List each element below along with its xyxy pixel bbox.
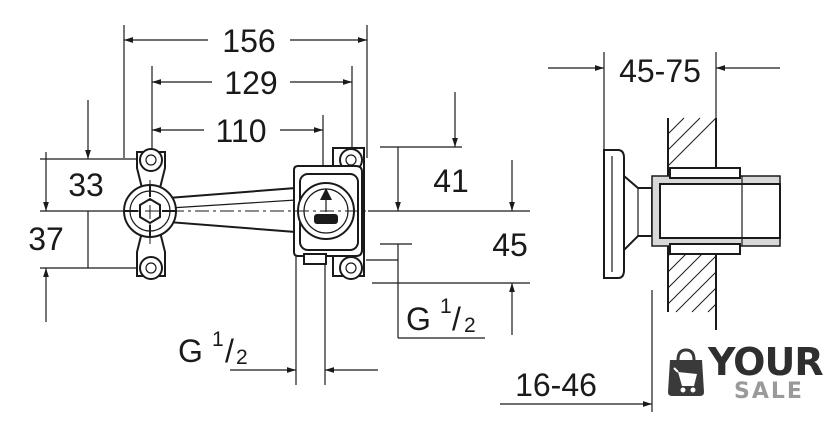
dim-label-45-75: 45-75 (619, 53, 701, 89)
valve-body-bottom-rib (669, 243, 741, 255)
right-bottom-mount-hole (339, 256, 363, 280)
left-bottom-mount-hole (139, 256, 163, 280)
connecting-arm (167, 186, 297, 234)
escutcheon-plate (603, 149, 625, 279)
valve-label-plate (314, 214, 338, 224)
left-top-mount-hole-inner (145, 154, 157, 166)
side-view: 45-75 16-46 (500, 52, 781, 412)
watermark-logo: YOUR SALE (664, 342, 834, 408)
right-bottom-mount-hole-inner (345, 262, 357, 274)
valve-arrow-icon (320, 188, 332, 200)
left-bottom-mount-hole-inner (145, 262, 157, 274)
dim-label-33: 33 (68, 167, 104, 203)
thread-label-bottom-base: G (178, 333, 203, 369)
left-top-mount-hole (139, 148, 163, 172)
bottom-outlet-stub (303, 253, 327, 265)
dim-label-41: 41 (433, 163, 469, 199)
valve-body-top-rib (669, 167, 741, 179)
dim-label-45: 45 (492, 227, 528, 263)
watermark-word-sale: SALE (734, 379, 804, 404)
thread-label-bottom-slash: / (225, 333, 234, 369)
thread-label-bottom-den: 2 (236, 346, 248, 369)
thread-label-right-slash: / (452, 301, 461, 337)
valve-body-side-inner (659, 183, 781, 239)
shopping-bag-icon (668, 348, 704, 396)
thread-label-bottom-num: 1 (212, 328, 224, 351)
front-view: 156 129 110 33 37 41 45 G 1 / 2 G (28, 23, 530, 385)
thread-label-right-num: 1 (440, 295, 452, 318)
dim-label-129: 129 (224, 65, 277, 101)
watermark-word-your: YOUR (708, 340, 824, 384)
arm-detail-line (169, 199, 297, 209)
thread-label-right-den: 2 (464, 314, 476, 337)
dim-label-16-46: 16-46 (515, 367, 597, 403)
dim-label-110: 110 (215, 113, 266, 149)
thread-label-right-base: G (406, 301, 431, 337)
dim-label-156: 156 (222, 23, 275, 59)
dim-label-37: 37 (28, 221, 64, 257)
